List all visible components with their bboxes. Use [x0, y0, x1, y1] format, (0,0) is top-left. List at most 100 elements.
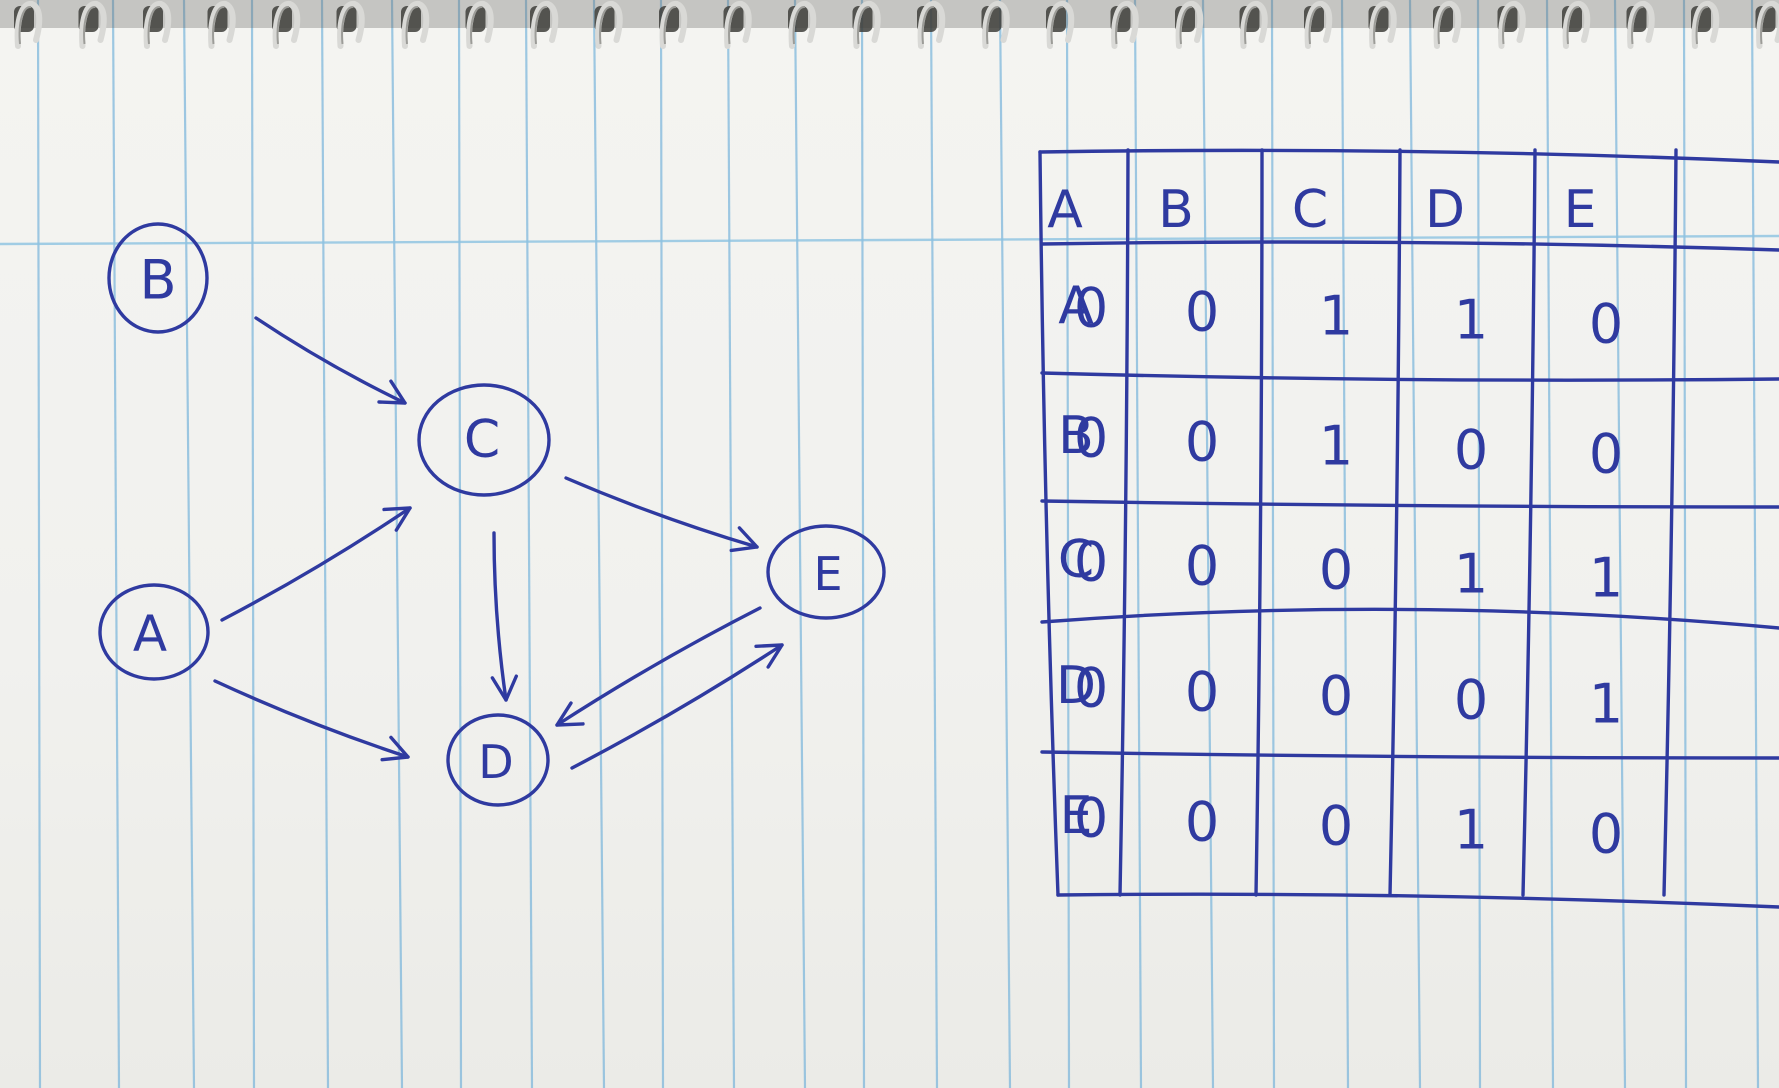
graph-node-C: C	[417, 383, 551, 497]
spiral-wire-loop	[1369, 0, 1397, 49]
paper-rule-vertical	[250, 0, 256, 1088]
matrix-row-header: C	[1058, 530, 1094, 590]
matrix-cell: 0	[1589, 293, 1623, 356]
spiral-wire-loop	[1756, 0, 1779, 49]
arrowhead-icon	[490, 674, 519, 702]
spiral-wire-loop	[1498, 0, 1526, 49]
matrix-col-header: E	[1564, 180, 1597, 240]
spiral-wire-loop	[724, 0, 752, 49]
spiral-wire-shade	[470, 6, 483, 45]
matrix-cell: 0	[1319, 665, 1353, 728]
matrix-cell: 0	[1589, 423, 1623, 486]
paper-rule-vertical	[320, 0, 330, 1088]
matrix-cell: 1	[1589, 673, 1623, 736]
graph-node-label: D	[478, 735, 513, 789]
spiral-wire-loop	[1433, 0, 1462, 49]
spiral-wire-shade	[405, 6, 419, 45]
matrix-cell: 0	[1589, 803, 1623, 866]
spiral-wire-shade	[276, 6, 290, 45]
graph-edge-A-D	[213, 679, 410, 762]
spiral-wire-loop	[1046, 0, 1075, 49]
paper-rule-vertical	[793, 0, 807, 1088]
paper-rule-vertical	[1545, 0, 1555, 1088]
spiral-wire-shade	[728, 6, 741, 45]
spiral-wire-shade	[147, 6, 161, 45]
spiral-wire-loop	[1691, 0, 1720, 49]
paper-rule-vertical	[1201, 0, 1215, 1088]
spiral-wire-loop	[79, 0, 107, 49]
matrix-row-divider	[1040, 371, 1779, 382]
matrix-cell: 0	[1454, 669, 1488, 732]
spiral-wire-loop	[272, 0, 301, 49]
spiral-wire-shade	[1631, 6, 1644, 45]
paper-rule-vertical	[524, 0, 534, 1088]
spiral-wire-shade	[341, 6, 354, 45]
paper-rule-vertical	[111, 0, 121, 1088]
matrix-col-divider	[1254, 148, 1264, 897]
spiral-wire-loop	[143, 0, 172, 49]
spiral-wire-loop	[1562, 0, 1591, 49]
matrix-cell: 0	[1074, 277, 1108, 340]
spiral-wire-shade	[1695, 6, 1709, 45]
matrix-col-header: C	[1292, 180, 1328, 240]
matrix-border-top	[1038, 148, 1779, 164]
spiral-wire-shade	[83, 6, 96, 45]
graph-node-E: E	[766, 524, 886, 620]
matrix-row-divider	[1040, 499, 1779, 509]
arrowhead-icon	[380, 735, 410, 762]
matrix-col-header: B	[1158, 180, 1194, 240]
paper-rule-vertical	[1682, 0, 1688, 1088]
graph-edge-E-D	[555, 606, 762, 727]
paper-rule-horizontal	[0, 234, 1779, 246]
spiral-wire-shade	[1308, 6, 1322, 45]
arrowhead-icon	[555, 701, 585, 727]
paper-rule-vertical	[1065, 0, 1071, 1088]
paper-rule-vertical	[1340, 0, 1350, 1088]
spiral-wire-loop	[401, 0, 430, 49]
graph-node-label: C	[464, 410, 500, 470]
spiral-wire-shade	[986, 6, 999, 45]
spiral-wire-loop	[466, 0, 494, 49]
matrix-col-divider	[1388, 148, 1402, 897]
spiral-binding	[0, 0, 1779, 49]
spiral-wire-loop	[1240, 0, 1268, 49]
spiral-wire-loop	[208, 0, 236, 49]
paper-rule-vertical	[1270, 0, 1276, 1088]
matrix-row-header: A	[1058, 276, 1094, 336]
matrix-cell: 0	[1185, 661, 1219, 724]
paper-rule-vertical	[659, 0, 665, 1088]
paper-rule-vertical	[1613, 0, 1627, 1088]
paper-rule-vertical	[929, 0, 939, 1088]
matrix-col-header: A	[1047, 180, 1083, 240]
spiral-wire-shade	[18, 6, 32, 45]
spiral-wire-shade	[1760, 6, 1773, 45]
matrix-cell: 1	[1454, 543, 1488, 606]
spiral-wire-shade	[599, 6, 612, 45]
arrowhead-icon	[377, 379, 407, 405]
matrix-cell: 1	[1454, 799, 1488, 862]
matrix-row-divider	[1040, 240, 1779, 252]
matrix-col-divider	[1662, 148, 1678, 897]
spiral-wire-shade	[212, 6, 225, 45]
spiral-wire-loop	[788, 0, 817, 49]
matrix-col-header: D	[1425, 180, 1465, 240]
paper-rule-vertical	[1133, 0, 1143, 1088]
matrix-cell: 1	[1589, 547, 1623, 610]
paper-rule-vertical	[1408, 0, 1422, 1088]
matrix-cell: 1	[1454, 289, 1488, 352]
matrix-border-bottom	[1056, 892, 1779, 909]
paper-rule-vertical	[457, 0, 463, 1088]
matrix-row-divider	[1040, 750, 1779, 760]
spiral-wire-shade	[857, 6, 870, 45]
matrix-cell: 0	[1319, 539, 1353, 602]
graph-edge-B-C	[254, 316, 407, 405]
spiral-wire-shade	[1502, 6, 1515, 45]
matrix-cell: 0	[1074, 657, 1108, 720]
graph-edge-C-D	[490, 531, 519, 702]
spiral-wire-shade	[1244, 6, 1257, 45]
spiral-wire-shade	[1566, 6, 1580, 45]
spiral-wire-shade	[1115, 6, 1128, 45]
matrix-row-header: E	[1060, 786, 1093, 846]
